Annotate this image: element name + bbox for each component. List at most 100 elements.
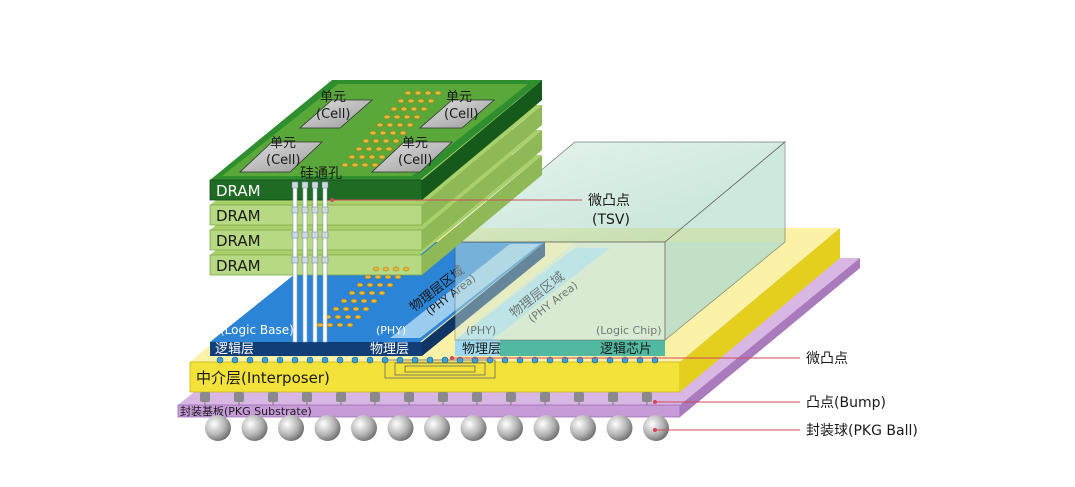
bump — [268, 392, 278, 402]
pkg-balls — [205, 415, 669, 441]
dram-dot — [397, 98, 405, 104]
microbump — [321, 356, 329, 364]
dram-dot — [396, 122, 404, 128]
logic-base-phy-tag: (PHY) — [376, 324, 406, 337]
svg-text:单元: 单元 — [446, 90, 472, 105]
tsv-joint — [291, 181, 299, 189]
dram-dot — [390, 106, 398, 112]
tsv-joint — [311, 181, 319, 189]
tsv-joint — [301, 256, 309, 264]
dram-label-1: DRAM — [216, 182, 261, 200]
tsv-joint — [311, 231, 319, 239]
pkg-ball — [533, 415, 560, 441]
dram-dot — [393, 114, 401, 120]
tsv-columns — [291, 181, 329, 343]
logic-dot — [384, 274, 392, 280]
microbump — [261, 356, 269, 364]
tsv-label: 硅通孔 — [300, 166, 342, 182]
microbump — [336, 356, 344, 364]
dram-dot — [358, 154, 366, 160]
dram-dot — [369, 130, 377, 136]
tsv-joint — [301, 206, 309, 214]
logic-dot — [342, 306, 350, 312]
logic-dot — [344, 314, 352, 320]
dram-dot — [414, 90, 422, 96]
callout-tsv-microbump: 微凸点 — [588, 193, 630, 209]
tsv-joint — [301, 231, 309, 239]
pkg-ball — [570, 415, 596, 441]
logic-dot — [386, 282, 394, 288]
substrate-label: 封装基板(PKG Substrate) — [180, 404, 312, 418]
dram-dot — [372, 138, 380, 144]
dram-dot — [404, 90, 412, 96]
logic-dot — [350, 298, 358, 304]
dram-dot — [341, 162, 349, 168]
callout-bump: 凸点(Bump) — [806, 395, 886, 411]
logic-dot — [378, 290, 386, 296]
dram-dot — [376, 122, 384, 128]
logic-dot — [394, 274, 402, 280]
dram-dot — [386, 122, 394, 128]
dram-cell-1: 单元 (Cell) — [298, 90, 374, 129]
pkg-ball — [241, 415, 268, 441]
logic-dot — [358, 290, 366, 296]
logic-base-label: 逻辑层 — [215, 342, 254, 357]
dram-dot — [379, 130, 387, 136]
dram-dot — [385, 146, 393, 152]
svg-text:(Cell): (Cell) — [398, 153, 432, 168]
logic-dot — [366, 282, 374, 288]
microbump — [411, 356, 419, 364]
logic-dot — [376, 282, 384, 288]
dram-dot — [427, 98, 435, 104]
dram-dot — [362, 138, 370, 144]
logic-dot — [354, 314, 362, 320]
dram-dot — [382, 138, 390, 144]
callouts — [332, 199, 800, 431]
pkg-ball — [424, 415, 450, 441]
dram-dot — [434, 90, 442, 96]
logic-chip-title: (Logic Chip) — [596, 324, 662, 337]
dram-cell-3: 单元 (Cell) — [238, 136, 324, 173]
logic-dot — [368, 290, 376, 296]
logic-dot — [332, 306, 340, 312]
pkg-ball — [205, 415, 231, 441]
tsv-joint — [291, 256, 299, 264]
svg-text:(Cell): (Cell) — [316, 107, 350, 122]
pkg-ball — [351, 415, 377, 441]
dram-dot — [399, 130, 407, 136]
bump — [370, 392, 380, 402]
svg-text:单元: 单元 — [270, 136, 296, 151]
logic-dot — [336, 322, 344, 328]
tsv-joint — [291, 206, 299, 214]
logic-dot — [316, 322, 324, 328]
dram-dot — [389, 130, 397, 136]
dram-dot — [400, 106, 408, 112]
logic-chip-phy-label: 物理层 — [462, 342, 501, 357]
microbump — [366, 356, 374, 364]
microbump — [396, 356, 404, 364]
svg-text:(Cell): (Cell) — [444, 107, 478, 122]
dram-dot — [375, 146, 383, 152]
logic-dot — [364, 274, 372, 280]
dram-label-4: DRAM — [216, 257, 261, 275]
logic-dot — [382, 266, 390, 272]
tsv-joint — [321, 206, 329, 214]
bump — [540, 392, 550, 402]
logic-dot — [334, 314, 342, 320]
microbump — [381, 356, 389, 364]
dram-dot — [413, 114, 421, 120]
dram-cell-2: 单元 (Cell) — [418, 90, 496, 129]
tsv-joint — [301, 181, 309, 189]
tsv-joint — [321, 256, 329, 264]
dram-dot — [417, 98, 425, 104]
logic-dot — [356, 282, 364, 288]
logic-dot — [392, 266, 400, 272]
dram-cell-4: 单元 (Cell) — [370, 136, 454, 173]
dram-dot — [392, 138, 400, 144]
logic-chip-enclosure — [453, 141, 787, 341]
interposer-wiring — [384, 359, 496, 379]
logic-dot — [346, 322, 354, 328]
microbump — [216, 356, 224, 364]
microbump — [306, 356, 314, 364]
